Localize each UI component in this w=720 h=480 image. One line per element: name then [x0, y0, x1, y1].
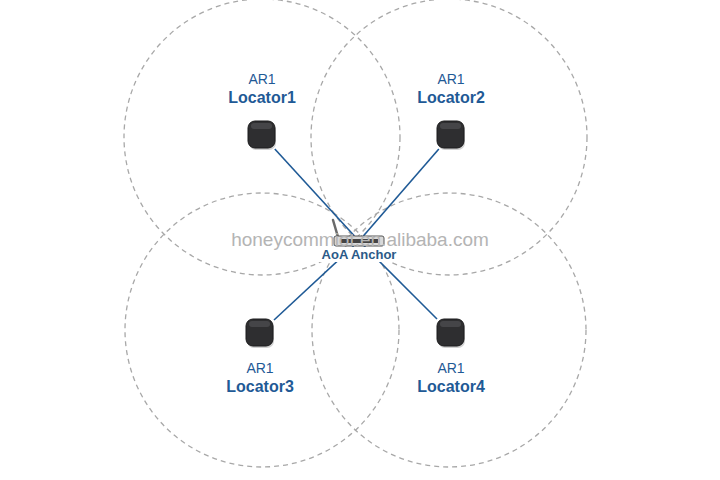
label-stack: AR1Locator4 [417, 360, 485, 396]
device-body [246, 319, 273, 346]
locator-device: AR1Locator1 [248, 121, 276, 149]
device-body [437, 319, 464, 346]
locator-device: AR1Locator3 [246, 319, 274, 347]
device-label: Locator1 [228, 88, 296, 107]
device-highlight [251, 123, 272, 129]
device-highlight [440, 123, 461, 129]
locator-device: AR1Locator4 [437, 319, 465, 347]
device-label: Locator3 [226, 377, 294, 396]
device-label: Locator4 [417, 377, 485, 396]
device-body [437, 121, 464, 148]
link-line [275, 149, 355, 236]
model-label: AR1 [226, 360, 294, 377]
model-label: AR1 [228, 71, 296, 88]
model-label: AR1 [417, 360, 485, 377]
locator-device: AR1Locator2 [437, 121, 465, 149]
locator-icon [437, 121, 465, 149]
device-label: Locator2 [417, 88, 485, 107]
label-stack: AR1Locator3 [226, 360, 294, 396]
locator-icon [248, 121, 276, 149]
device-highlight [249, 321, 270, 327]
locator-icon [437, 319, 465, 347]
link-line [363, 149, 439, 236]
label-stack: AR1Locator1 [228, 71, 296, 107]
watermark: honeycommiot.en.alibaba.com [231, 229, 489, 251]
locator-icon [246, 319, 274, 347]
model-label: AR1 [417, 71, 485, 88]
device-body [248, 121, 275, 148]
label-stack: AR1Locator2 [417, 71, 485, 107]
device-highlight [440, 321, 461, 327]
